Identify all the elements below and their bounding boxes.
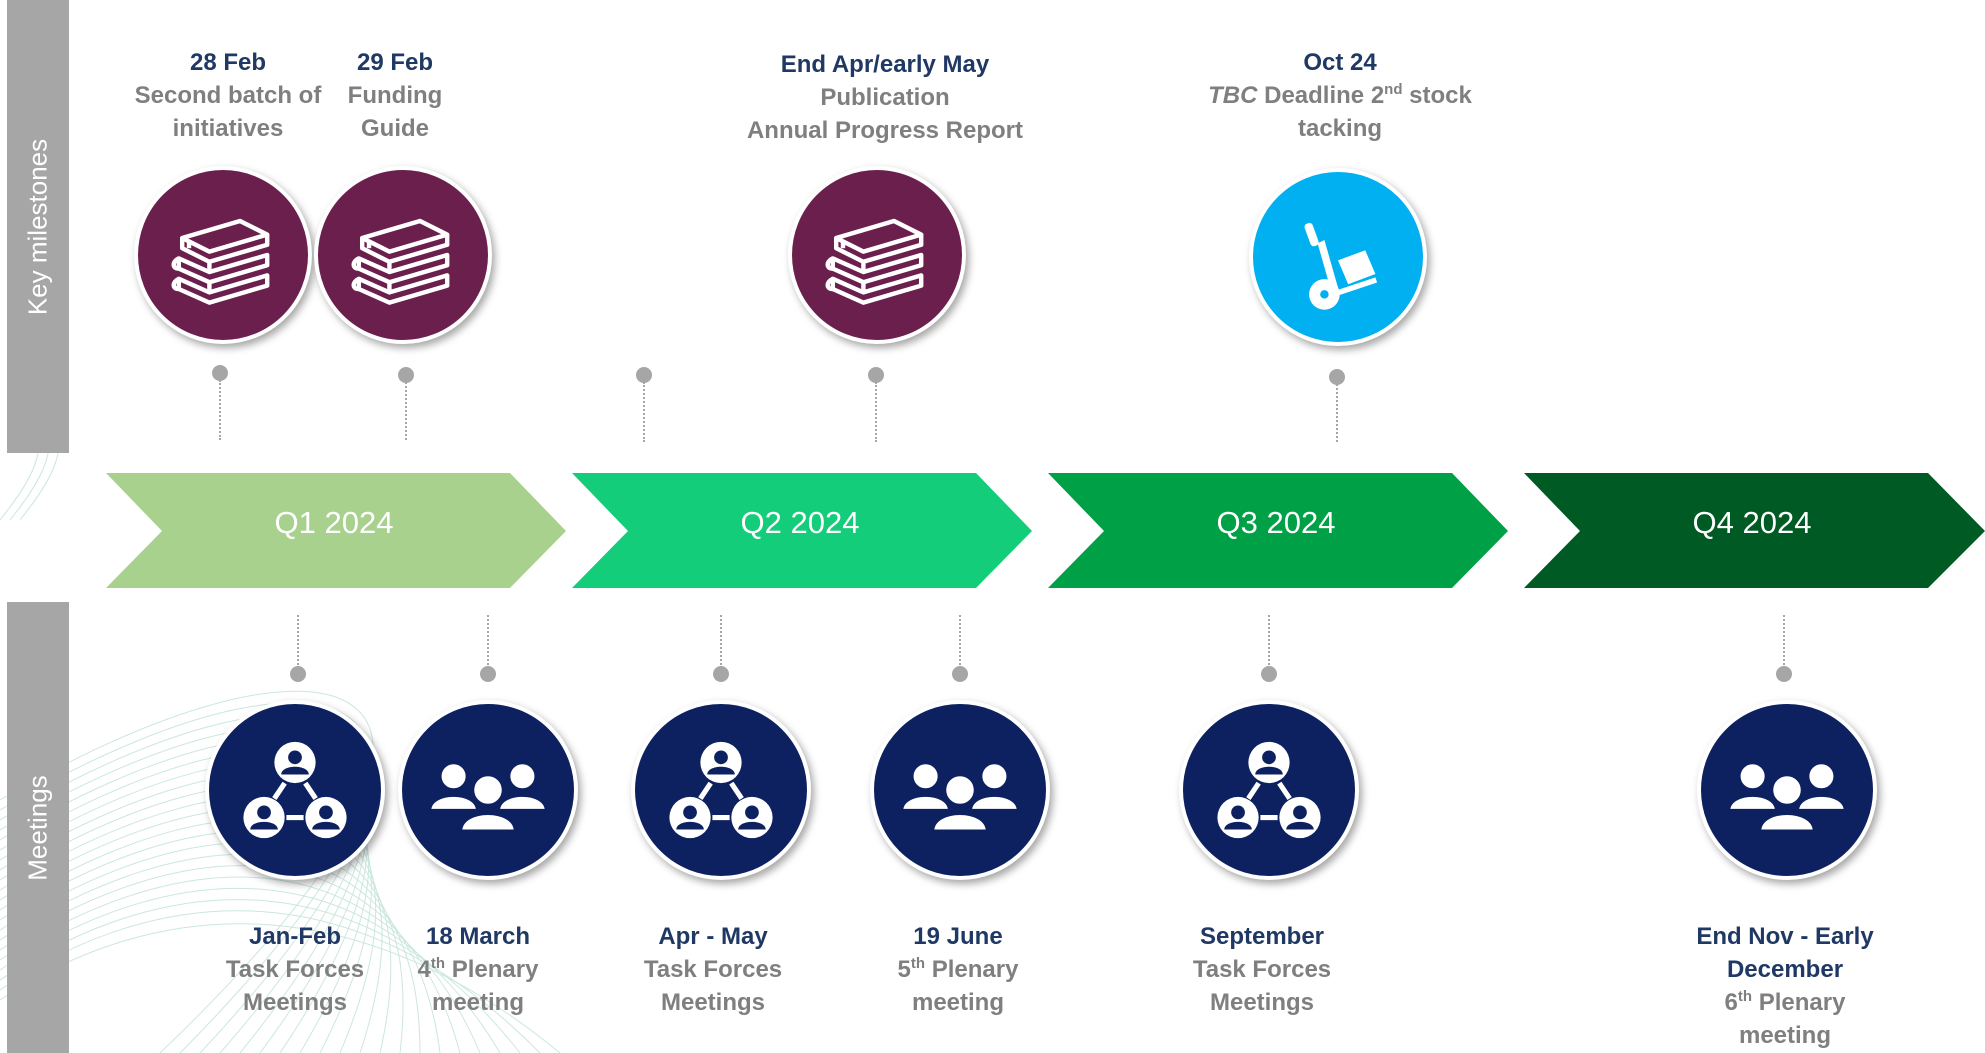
milestone-circle — [1249, 168, 1427, 346]
meeting-text: September Task Forces Meetings — [1177, 920, 1347, 1019]
meeting-date: End Nov - Early — [1696, 923, 1874, 950]
books-icon — [171, 218, 270, 305]
group-icon — [899, 760, 1021, 833]
meetings-side-label: Meetings — [7, 602, 69, 1053]
network-people-icon — [243, 741, 347, 839]
books-icon — [825, 218, 924, 305]
milestone-date: Oct 24 — [1303, 49, 1377, 76]
meeting-circle — [398, 700, 578, 880]
meeting-circle — [205, 700, 385, 880]
meeting-desc-line: Meetings — [1209, 989, 1314, 1016]
books-icon — [351, 218, 450, 305]
meeting-pin-line — [297, 615, 299, 665]
meeting-date: 19 June — [913, 923, 1003, 950]
meeting-pin-dot — [290, 666, 306, 682]
meeting-desc-line: meeting — [1738, 1022, 1831, 1049]
meeting-date: Jan-Feb — [248, 923, 341, 950]
meeting-date: 18 March — [425, 923, 531, 950]
meeting-text: 18 March 4th Plenary meeting — [393, 920, 563, 1019]
meeting-pin-dot — [1261, 666, 1277, 682]
milestone-circle — [134, 166, 312, 344]
milestone-desc-line: Second batch of — [134, 82, 322, 109]
quarter-label-q4: Q4 2024 — [1692, 505, 1812, 540]
milestone-desc-line: TBC Deadline 2nd stock — [1208, 81, 1472, 109]
milestone-text: Oct 24 TBC Deadline 2nd stock tacking — [1170, 46, 1510, 145]
meeting-pin-line — [720, 615, 722, 665]
milestone-circle — [788, 166, 966, 344]
milestone-pin-dot — [398, 367, 414, 383]
q3-chevron — [1048, 473, 1508, 588]
milestone-desc-line: Annual Progress Report — [746, 117, 1024, 144]
q2-chevron — [572, 473, 1032, 588]
milestone-desc-line: Funding — [347, 82, 443, 109]
hand-truck-icon — [1304, 222, 1378, 310]
meeting-text: End Nov - Early December 6th Plenary mee… — [1660, 920, 1910, 1052]
meeting-text: 19 June 5th Plenary meeting — [873, 920, 1043, 1019]
meeting-desc-line: 6th Plenary — [1724, 988, 1846, 1016]
meeting-circle — [631, 700, 811, 880]
milestone-pin-dot — [212, 365, 228, 381]
milestone-text: 29 Feb Funding Guide — [330, 46, 460, 145]
milestone-text: End Apr/early May Publication Annual Pro… — [720, 48, 1050, 147]
milestone-pin-dot — [868, 367, 884, 383]
quarter-label-q3: Q3 2024 — [1216, 505, 1336, 540]
meeting-desc-line: Meetings — [660, 989, 765, 1016]
milestone-pin-line — [405, 382, 407, 440]
meeting-desc-line: meeting — [911, 989, 1004, 1016]
meeting-pin-line — [1268, 615, 1270, 665]
meeting-desc-line: 5th Plenary — [897, 955, 1019, 983]
meeting-desc-line: meeting — [431, 989, 524, 1016]
meeting-desc-line: Task Forces — [643, 956, 783, 983]
meeting-desc-line: Meetings — [242, 989, 347, 1016]
milestone-pin-dot — [1329, 369, 1345, 385]
meeting-pin-dot — [480, 666, 496, 682]
milestone-pin-line — [219, 380, 221, 440]
meeting-pin-dot — [952, 666, 968, 682]
meeting-pin-line — [959, 615, 961, 665]
meeting-text: Jan-Feb Task Forces Meetings — [210, 920, 380, 1019]
quarter-label-q2: Q2 2024 — [740, 505, 860, 540]
group-icon — [427, 760, 549, 833]
meeting-pin-line — [1783, 615, 1785, 665]
milestone-pin-line — [643, 382, 645, 442]
meeting-circle — [1697, 700, 1877, 880]
milestone-date: 29 Feb — [356, 49, 434, 76]
key-milestones-side-label: Key milestones — [7, 0, 69, 453]
meeting-pin-dot — [713, 666, 729, 682]
meeting-text: Apr - May Task Forces Meetings — [628, 920, 798, 1019]
milestone-pin-line — [875, 382, 877, 442]
milestone-desc-line: Guide — [360, 115, 429, 142]
milestone-date: 28 Feb — [189, 49, 267, 76]
meeting-desc-line: Task Forces — [225, 956, 365, 983]
group-icon — [1726, 760, 1848, 833]
network-people-icon — [1217, 741, 1321, 839]
meeting-circle — [870, 700, 1050, 880]
tbc-text: TBC — [1208, 82, 1258, 109]
meeting-pin-line — [487, 615, 489, 665]
q4-chevron — [1524, 473, 1985, 588]
q1-chevron — [106, 473, 566, 588]
network-people-icon — [669, 741, 773, 839]
milestone-desc-line: tacking — [1297, 115, 1383, 142]
meeting-desc-line: Task Forces — [1192, 956, 1332, 983]
meeting-date: December — [1726, 956, 1844, 983]
milestone-desc-line: Publication — [820, 84, 950, 111]
meeting-date: Apr - May — [658, 923, 768, 950]
meeting-circle — [1179, 700, 1359, 880]
meeting-pin-dot — [1776, 666, 1792, 682]
milestone-pin-line — [1336, 384, 1338, 442]
milestone-circle — [314, 166, 492, 344]
milestone-date: End Apr/early May — [780, 51, 990, 78]
meeting-date: September — [1199, 923, 1325, 950]
meeting-desc-line: 4th Plenary — [417, 955, 539, 983]
quarter-label-q1: Q1 2024 — [274, 505, 394, 540]
milestone-desc-line: initiatives — [172, 115, 284, 142]
milestone-pin-dot — [636, 367, 652, 383]
milestone-text: 28 Feb Second batch of initiatives — [118, 46, 338, 145]
